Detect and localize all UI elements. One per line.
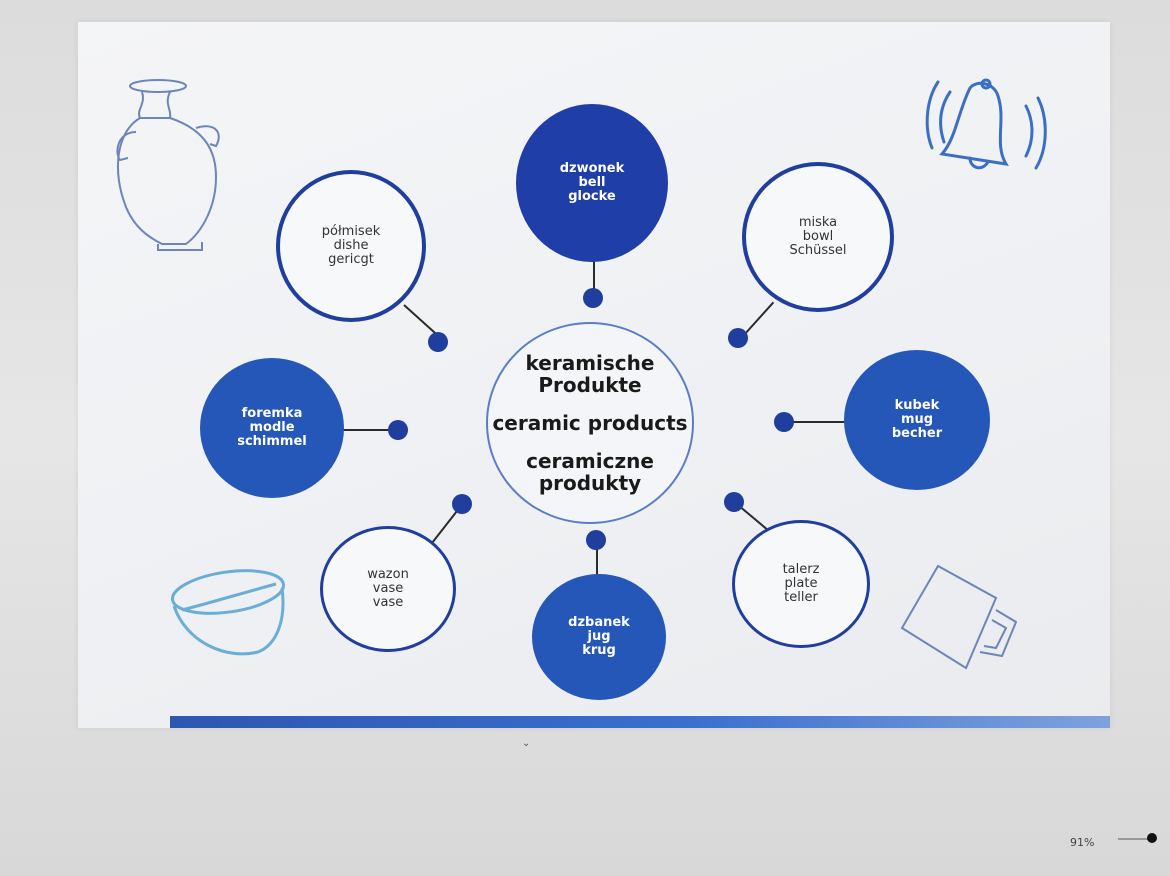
mug-icon [900, 564, 1018, 670]
node-mug-l1: kubek [894, 398, 940, 413]
center-line4: ceramiczne [526, 449, 654, 473]
node-jug-l3: krug [582, 643, 616, 658]
node-vase-l2: vase [372, 581, 404, 596]
connector-mold [342, 429, 392, 431]
amphora-icon [116, 79, 220, 251]
node-bell-l1: dzwonek [559, 161, 625, 176]
node-bowl[interactable]: miska bowl Schüssel [742, 162, 894, 312]
node-mold-l1: foremka [241, 406, 303, 421]
node-bell[interactable]: dzwonek bell glocke [516, 104, 668, 262]
node-plate-l3: teller [784, 590, 818, 605]
node-jug[interactable]: dzbanek jug krug [532, 574, 666, 700]
node-dish-l3: gericgt [328, 252, 374, 267]
node-bowl-l3: Schüssel [789, 243, 847, 258]
node-mold[interactable]: foremka modle schimmel [200, 358, 344, 498]
node-vase[interactable]: wazon vase vase [320, 526, 456, 652]
node-jug-l1: dzbanek [568, 615, 630, 630]
node-bell-l2: bell [578, 175, 606, 190]
dot-mug [774, 412, 794, 432]
center-line2: Produkte [538, 373, 642, 397]
zoom-slider-knob[interactable] [1147, 833, 1157, 843]
node-mold-l2: modle [249, 420, 295, 435]
slide-bottom-bar [170, 716, 1110, 728]
slide: dzwonek bell glocke półmisek dishe geric… [78, 22, 1110, 728]
dot-bowl [728, 328, 748, 348]
center-node: keramische Produkte ceramic products cer… [486, 322, 694, 524]
bowl-icon [170, 569, 286, 656]
center-line1: keramische [525, 351, 655, 375]
zoom-level: 91% [1070, 836, 1095, 849]
node-mug-l2: mug [900, 412, 934, 427]
node-dish-l1: półmisek [321, 224, 381, 239]
node-mug-l3: becher [891, 426, 943, 441]
node-bowl-l1: miska [798, 215, 838, 230]
node-vase-l1: wazon [367, 567, 409, 582]
node-bell-l3: glocke [568, 189, 616, 204]
zoom-slider[interactable] [1118, 838, 1154, 840]
node-bowl-l2: bowl [802, 229, 834, 244]
center-line5: produkty [538, 471, 642, 495]
connector-bowl [743, 301, 775, 336]
connector-mug [790, 421, 848, 423]
node-plate[interactable]: talerz plate teller [732, 520, 870, 648]
dot-dish [428, 332, 448, 352]
node-dish[interactable]: półmisek dishe gericgt [276, 170, 426, 322]
bell-icon [925, 78, 1047, 170]
dot-bell [583, 288, 603, 308]
dot-mold [388, 420, 408, 440]
node-plate-l1: talerz [782, 562, 820, 577]
node-jug-l2: jug [587, 629, 611, 644]
node-vase-l3: vase [372, 595, 404, 610]
dot-plate [724, 492, 744, 512]
node-plate-l2: plate [784, 576, 818, 591]
center-line3: ceramic products [492, 411, 688, 435]
node-mold-l3: schimmel [237, 434, 307, 449]
chevron-down-icon[interactable]: ⌄ [522, 738, 531, 749]
connector-plate [737, 504, 768, 531]
dot-vase [452, 494, 472, 514]
dot-jug [586, 530, 606, 550]
node-mug[interactable]: kubek mug becher [844, 350, 990, 490]
connector-vase [431, 510, 458, 544]
node-dish-l2: dishe [333, 238, 369, 253]
